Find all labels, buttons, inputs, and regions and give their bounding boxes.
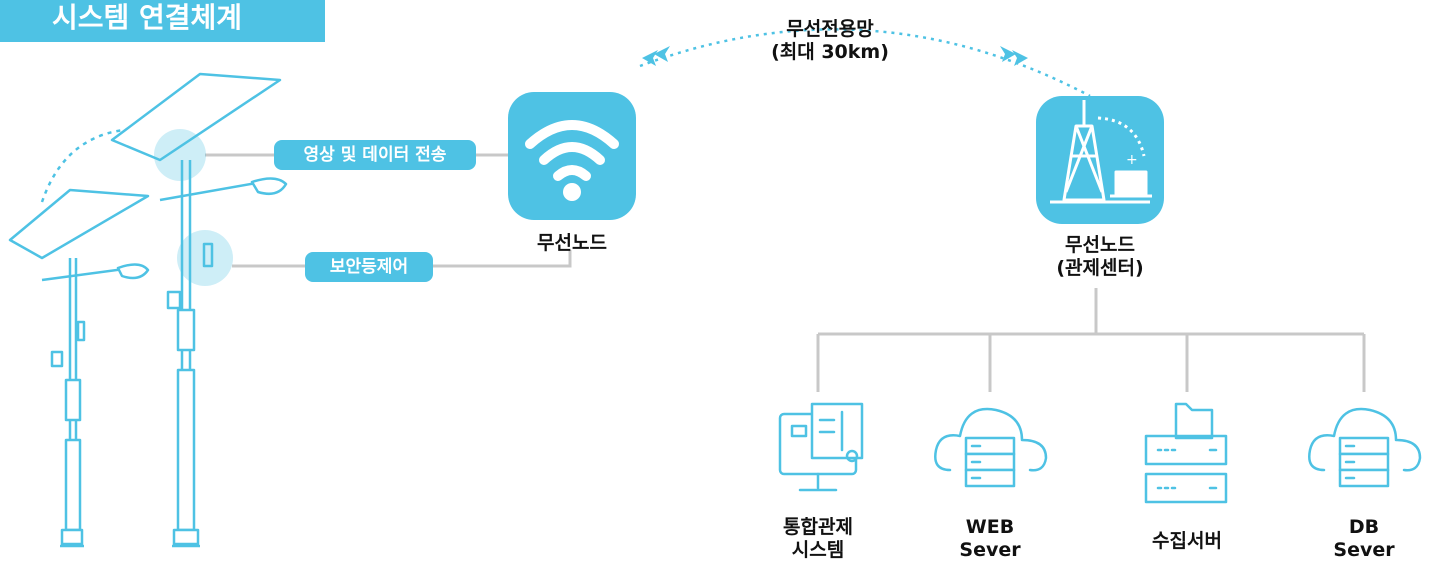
control-center-label-line1: 무선노드 <box>1065 234 1135 256</box>
control-center-label: 무선노드 (관제센터) <box>1030 234 1170 280</box>
system-label-db-server: DB Sever <box>1304 516 1424 562</box>
security-light-control-label: 보안등제어 <box>305 252 433 282</box>
wifi-icon <box>525 120 619 201</box>
system-label-integrated-control: 통합관제 시스템 <box>758 516 878 562</box>
streetlight-illustration <box>8 72 288 548</box>
system-label-line2: 시스템 <box>791 539 845 561</box>
network-label-line1: 무선전용망 <box>786 18 874 40</box>
system-label-web-server: WEB Sever <box>930 516 1050 562</box>
system-tree-lines <box>816 288 1366 392</box>
svg-text:+: + <box>1126 152 1138 168</box>
arrow-right-icon <box>1000 46 1028 66</box>
network-label-line2: (최대 30km) <box>771 41 889 63</box>
network-label: 무선전용망 (최대 30km) <box>760 18 900 64</box>
lamp-highlight <box>177 230 233 286</box>
wireless-node-label: 무선노드 <box>537 232 607 254</box>
control-center-label-line2: (관제센터) <box>1056 257 1144 279</box>
tower-laptop-icon: + <box>1050 100 1152 204</box>
system-label-line1: 통합관제 <box>783 516 853 538</box>
arrow-left-icon <box>642 46 670 66</box>
system-label-line2: Sever <box>959 539 1021 561</box>
system-label-collection-server: 수집서버 <box>1127 530 1247 553</box>
control-center-tile: + <box>1036 96 1164 224</box>
system-label-line2: Sever <box>1333 539 1395 561</box>
system-label-line1: WEB <box>965 516 1015 538</box>
camera-highlight <box>154 129 206 181</box>
wireless-node-tile <box>508 92 636 220</box>
section-title: 시스템 연결체계 <box>0 0 325 42</box>
system-label-line1: 수집서버 <box>1152 530 1222 552</box>
video-data-transfer-label: 영상 및 데이터 전송 <box>274 140 476 170</box>
system-label-line1: DB <box>1348 516 1380 538</box>
wireless-arc <box>639 28 1091 98</box>
